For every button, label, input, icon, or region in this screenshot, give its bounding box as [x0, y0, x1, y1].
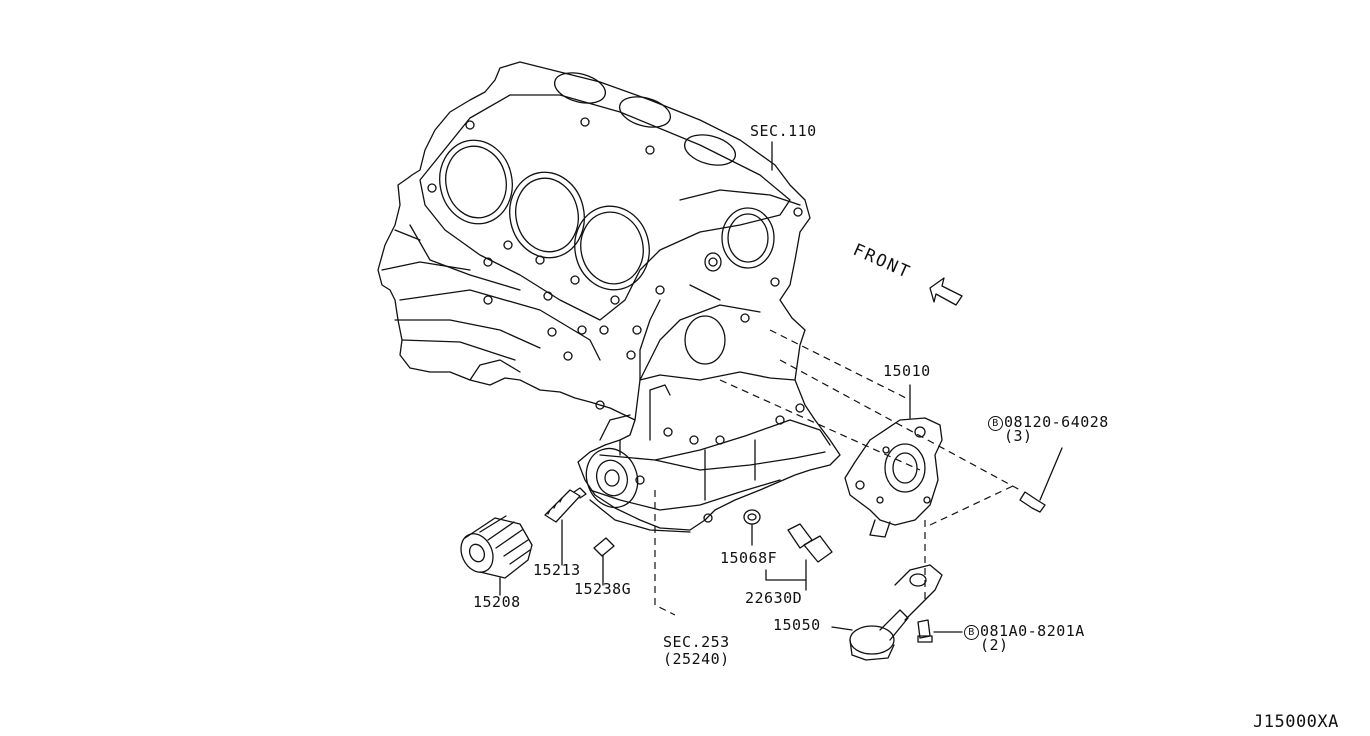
part-22630d-label: 22630D [745, 589, 803, 607]
bolt-b-number: 081A0-8201A [980, 622, 1085, 640]
part-15208-label: 15208 [473, 593, 521, 611]
sec-253-sub-label: (25240) [663, 650, 730, 668]
dash-pump-3 [719, 379, 921, 471]
bolt-a-number: 08120-64028 [1004, 413, 1109, 431]
diagram-id: J15000XA [1253, 712, 1339, 732]
front-arrow-icon [929, 277, 963, 306]
sec-253-label: SEC.253 [663, 633, 730, 651]
bolt-081a0-8201a [917, 619, 963, 643]
dash-pump-4 [929, 484, 1016, 526]
sec-110-label: SEC.110 [750, 122, 817, 140]
oil-strainer-15050 [831, 564, 943, 661]
dash-pump-1 [779, 359, 1021, 491]
part-15010-label: 15010 [883, 362, 931, 380]
part-15050-label: 15050 [773, 616, 821, 634]
part-15068f-label: 15068F [720, 549, 778, 567]
bolt-a-marker: B [988, 416, 1003, 431]
cylinder-block [377, 61, 841, 533]
oil-filter-boss [585, 447, 639, 509]
plug-15238g [593, 537, 615, 586]
part-15238g-label: 15238G [574, 580, 632, 598]
bolt-a-qty: (3) [1004, 427, 1033, 445]
dash-pump-2 [769, 329, 911, 401]
connector-15213 [544, 487, 587, 566]
oil-pump-15010 [844, 384, 943, 538]
dash-sec253 [654, 490, 676, 616]
bolt-08120-64028 [1019, 447, 1063, 513]
bolt-b-marker: B [964, 625, 979, 640]
sensor-22630d [765, 523, 833, 581]
seal-15068f [743, 509, 761, 546]
part-15213-label: 15213 [533, 561, 581, 579]
oil-filter-15208 [460, 515, 533, 596]
bolt-b-qty: (2) [980, 636, 1009, 654]
